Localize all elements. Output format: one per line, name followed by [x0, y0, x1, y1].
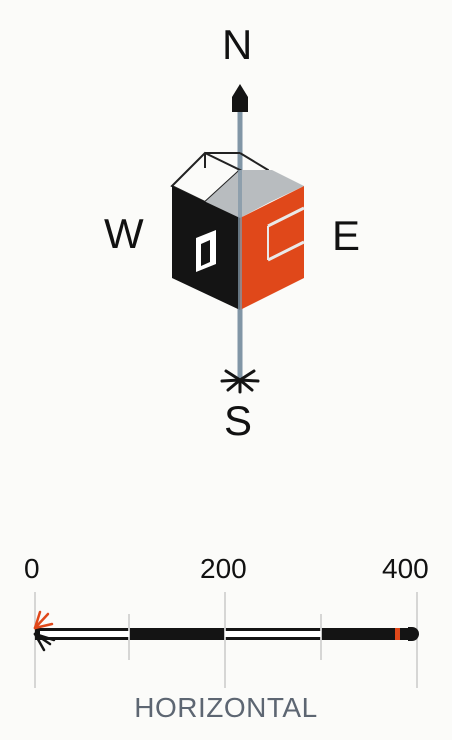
compass-north-label: N — [222, 21, 253, 68]
scale-segment-white — [40, 631, 129, 637]
scale-tick-label-400: 400 — [382, 553, 429, 584]
building-cube-icon — [170, 151, 305, 310]
compass-south-label: S — [224, 397, 253, 444]
scale-tick-label-200: 200 — [200, 553, 247, 584]
compass-east-label: E — [332, 212, 361, 259]
scale-origin-starburst-icon — [33, 610, 56, 652]
scale-caption: HORIZONTAL — [134, 692, 318, 723]
scale-end-marker — [395, 628, 400, 640]
scale-tick-label-0: 0 — [24, 553, 40, 584]
compass-west-label: W — [104, 210, 144, 257]
scale-bar — [33, 592, 419, 688]
north-arrow-tip-icon — [232, 84, 248, 112]
scale-segment-white — [225, 631, 321, 637]
south-starburst-icon — [220, 369, 260, 394]
